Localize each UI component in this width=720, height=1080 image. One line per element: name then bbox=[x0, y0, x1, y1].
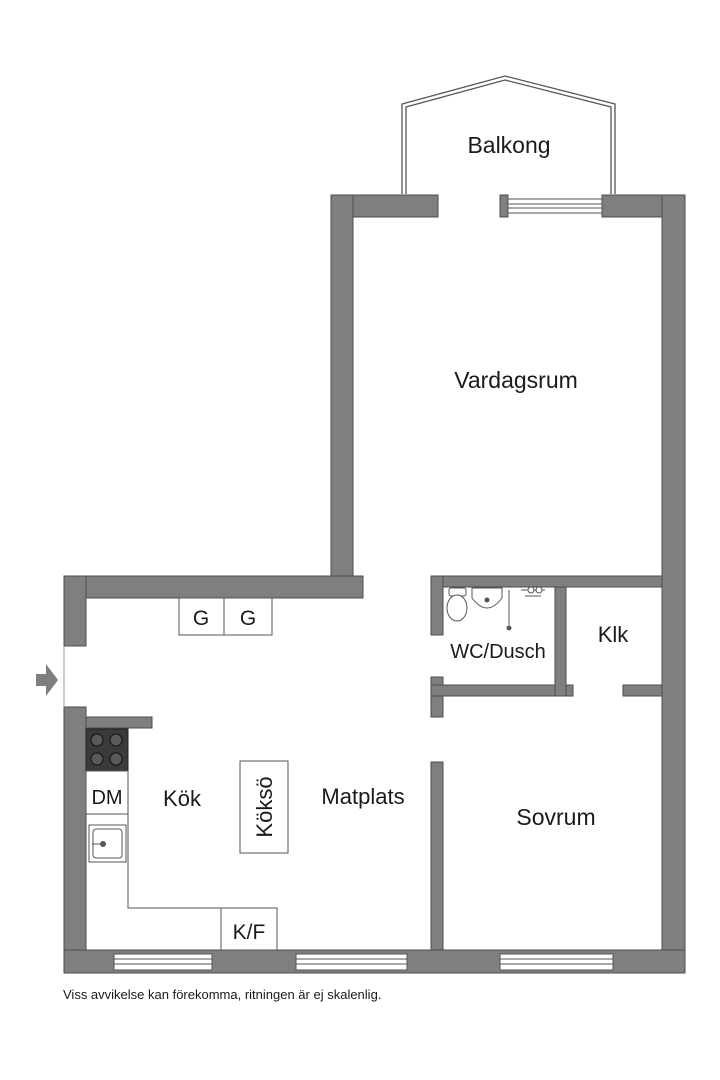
kitchen-counter bbox=[127, 728, 221, 909]
disclaimer-caption: Viss avvikelse kan förekomma, ritningen … bbox=[63, 987, 382, 1002]
label-closet: Klk bbox=[598, 622, 630, 647]
cabinet-g-2 bbox=[223, 597, 273, 636]
label-fridge-freezer: K/F bbox=[233, 921, 266, 944]
bathroom-fixtures bbox=[446, 586, 545, 631]
shower bbox=[506, 586, 545, 631]
label-wc-shower: WC/Dusch bbox=[450, 641, 546, 663]
wall-kitchen-top bbox=[63, 575, 364, 599]
wall-living-top-mid bbox=[499, 194, 509, 218]
wall-bath-left-lower bbox=[430, 676, 444, 718]
wall-left-upper bbox=[63, 575, 87, 647]
room-labels: Balkong Vardagsrum WC/Dusch Klk Kök Köks… bbox=[91, 132, 629, 944]
wall-living-left bbox=[330, 194, 354, 599]
label-kitchen-island: Köksö bbox=[252, 776, 277, 837]
toilet bbox=[446, 587, 468, 622]
label-balcony: Balkong bbox=[467, 132, 550, 158]
window-living bbox=[507, 198, 603, 214]
window-dining bbox=[295, 953, 408, 971]
label-cabinet-g-2: G bbox=[240, 607, 256, 630]
label-dining: Matplats bbox=[321, 784, 404, 809]
fridge-freezer bbox=[220, 907, 278, 951]
wall-bath-closet bbox=[554, 586, 567, 697]
wall-bedroom-left bbox=[430, 761, 444, 951]
cabinet-g-1 bbox=[178, 597, 225, 636]
wall-closet-bottom bbox=[622, 684, 663, 697]
balcony bbox=[401, 75, 616, 194]
stove bbox=[85, 728, 129, 772]
label-dishwasher: DM bbox=[91, 787, 122, 809]
wall-left-lower bbox=[63, 706, 87, 974]
label-living-room: Vardagsrum bbox=[454, 367, 578, 393]
wall-bath-top bbox=[430, 575, 663, 588]
wall-right bbox=[661, 194, 686, 974]
label-cabinet-g-1: G bbox=[193, 607, 209, 630]
entrance bbox=[36, 646, 65, 707]
walls bbox=[63, 194, 686, 974]
wall-bath-left bbox=[430, 575, 444, 636]
wall-bath-bottom bbox=[430, 684, 574, 697]
dishwasher bbox=[85, 770, 129, 815]
entrance-arrow-icon bbox=[36, 664, 58, 696]
label-bedroom: Sovrum bbox=[516, 804, 595, 830]
windows bbox=[113, 198, 614, 971]
window-bedroom bbox=[499, 953, 614, 971]
window-kitchen bbox=[113, 953, 213, 971]
kitchen-island bbox=[239, 760, 289, 854]
wall-kitchen-stub bbox=[85, 716, 153, 729]
kitchen-fixtures bbox=[85, 597, 289, 951]
label-kitchen: Kök bbox=[163, 786, 202, 811]
washbasin bbox=[471, 587, 503, 609]
